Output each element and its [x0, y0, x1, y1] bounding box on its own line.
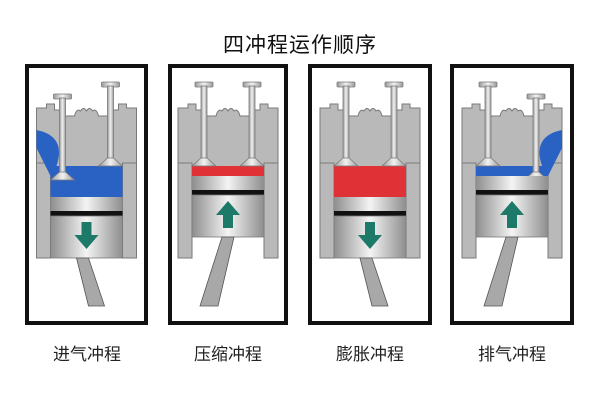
exhaust-port-flow — [539, 130, 562, 176]
exhaust-valve-stem — [248, 85, 256, 163]
stroke-panel-exhaust — [450, 64, 574, 325]
exhaust-valve-stem — [107, 85, 114, 163]
intake-valve-head — [332, 157, 360, 167]
fuel-air-mixture — [476, 166, 548, 176]
stroke-label-compression: 压缩冲程 — [194, 345, 262, 365]
piston-ring — [476, 190, 548, 195]
cylinder-wall-right — [547, 162, 563, 259]
exhaust-valve-stem — [390, 85, 398, 163]
piston-ring — [50, 211, 123, 216]
intake-port-flow — [36, 130, 59, 176]
stroke-panel-compression — [168, 64, 288, 325]
connecting-rod — [483, 236, 519, 307]
cylinder-wall-left — [177, 162, 193, 259]
cylinder-wall-right — [122, 162, 137, 259]
connecting-rod — [359, 257, 389, 307]
arrow-down-icon — [74, 222, 99, 249]
cylinder-wall-right — [263, 162, 279, 259]
arrow-up-icon — [216, 201, 240, 228]
cylinder-wall-left — [319, 162, 335, 259]
stroke-label-power: 膨胀冲程 — [336, 345, 404, 365]
intake-valve-stem — [59, 97, 66, 177]
piston-crown — [334, 197, 406, 211]
connecting-rod — [75, 257, 106, 307]
stroke-label-exhaust: 排气冲程 — [478, 345, 546, 365]
exhaust-valve-head — [97, 157, 124, 167]
exhaust-valve-head — [380, 157, 408, 167]
piston-ring — [192, 190, 264, 195]
intake-valve-head — [474, 157, 502, 167]
cylinder-wall-left — [36, 162, 51, 259]
stroke-label-intake: 进气冲程 — [53, 345, 121, 365]
arrow-down-icon — [358, 222, 382, 249]
cylinder-wall-right — [405, 162, 421, 259]
intake-valve-stem — [484, 85, 492, 163]
intake-valve-head — [49, 171, 76, 181]
stroke-panel-power — [308, 64, 432, 325]
intake-valve-stem — [200, 85, 208, 163]
piston-ring — [334, 211, 406, 216]
intake-valve-stem — [342, 85, 350, 163]
combustion-gas — [334, 166, 406, 197]
exhaust-valve-stem — [532, 97, 540, 177]
stroke-panel-intake — [25, 64, 148, 325]
arrow-up-icon — [500, 201, 524, 228]
exhaust-valve-head — [238, 157, 266, 167]
piston-crown — [192, 176, 264, 190]
cylinder-wall-left — [461, 162, 477, 259]
piston-crown — [476, 176, 548, 190]
connecting-rod — [199, 236, 235, 307]
intake-valve-head — [190, 157, 218, 167]
combustion-gas — [192, 166, 264, 176]
diagram-title: 四冲程运作顺序 — [223, 33, 377, 57]
piston-crown — [50, 197, 123, 211]
